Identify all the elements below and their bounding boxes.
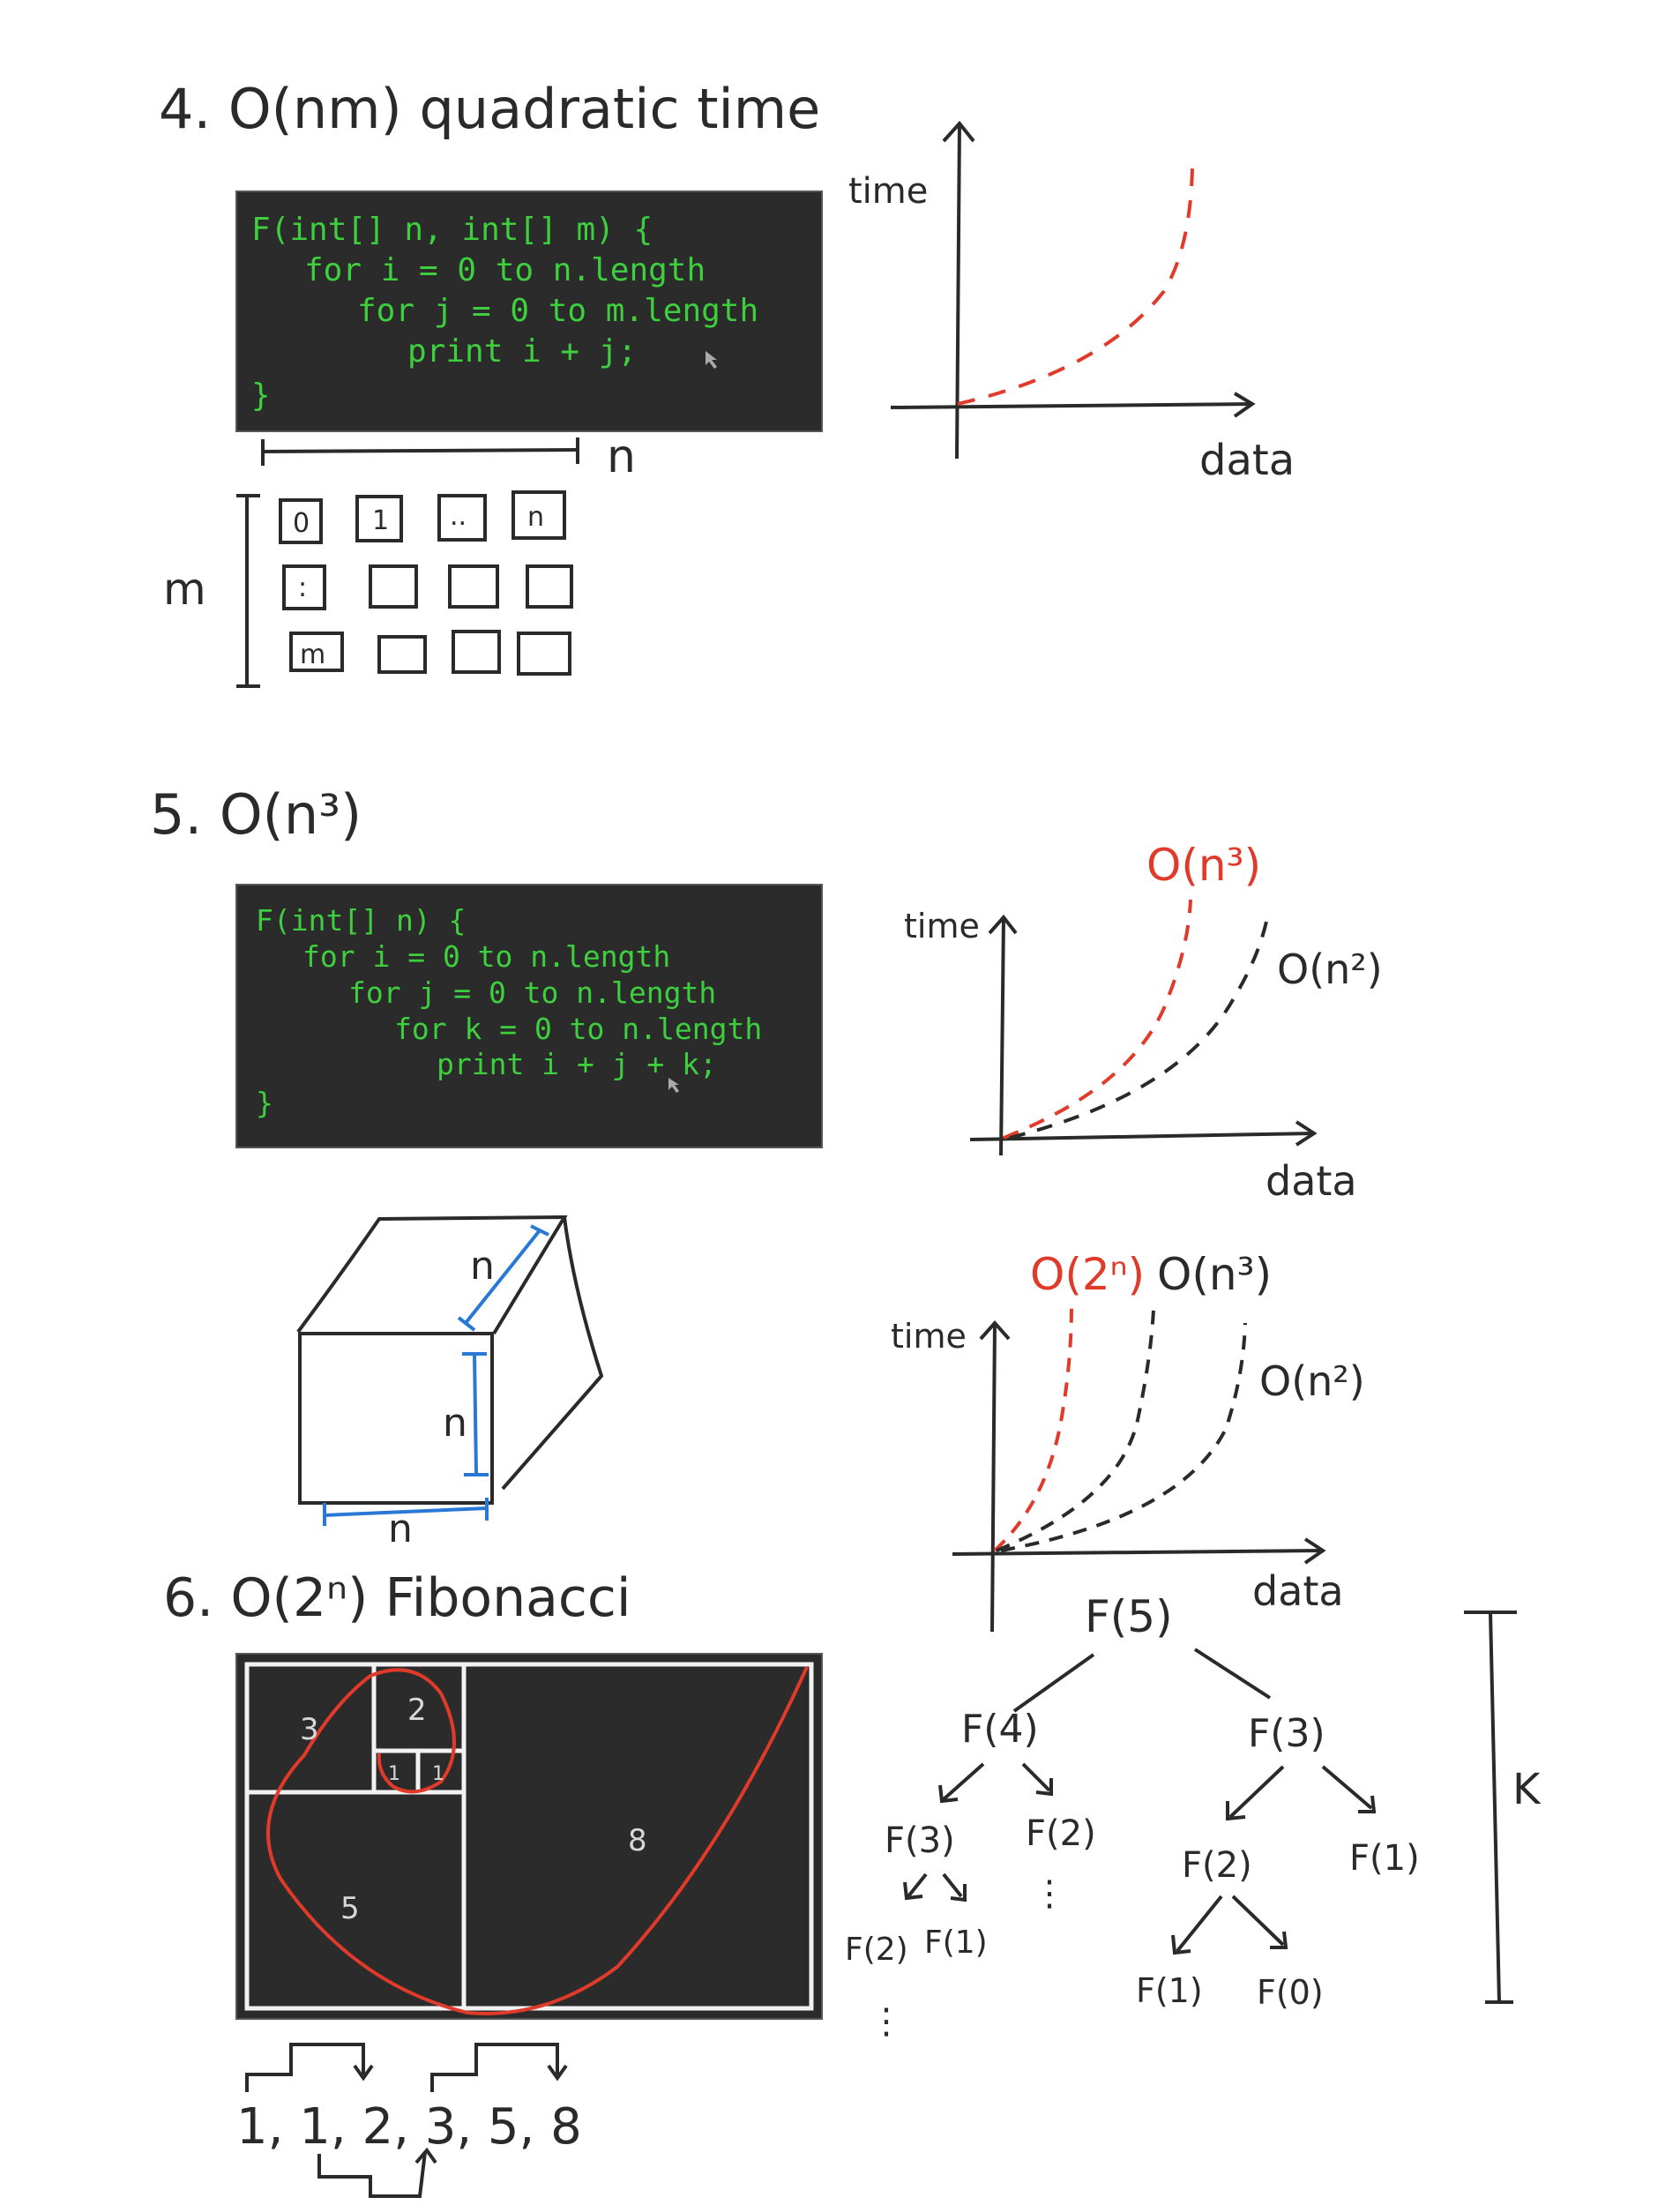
cube-depth-label: n <box>470 1244 495 1289</box>
code-line: F(int[] n, int[] m) { <box>251 212 653 248</box>
graph-ylabel: time <box>891 1317 967 1356</box>
curve-label-cubic: O(n³) <box>1146 840 1261 891</box>
grid-cell-label: : <box>298 572 307 603</box>
grid-cell-label: 0 <box>293 508 310 539</box>
fibonacci-tree: F(5) F(4) F(3) F(3) F(2) F(2) F(1) F(2) … <box>845 1591 1542 2042</box>
tree-node: F(4) <box>961 1707 1039 1752</box>
grid-n-bracket <box>261 437 579 466</box>
spiral-square-label: 1 <box>432 1763 444 1785</box>
code-line: for j = 0 to n.length <box>348 975 716 1010</box>
spiral-square-label: 8 <box>628 1823 647 1858</box>
curve-label-quadratic: O(n²) <box>1277 946 1383 993</box>
graph-ylabel: time <box>848 171 928 212</box>
curve-label-exponential: O(2ⁿ) <box>1030 1249 1145 1300</box>
cursor-icon <box>706 351 717 369</box>
cursor-icon <box>668 1078 679 1093</box>
tree-node: F(5) <box>1085 1591 1173 1642</box>
graph-xlabel: data <box>1252 1567 1344 1615</box>
tree-node: F(3) <box>1248 1711 1325 1756</box>
code-board-quadratic: F(int[] n, int[] m) { for i = 0 to n.len… <box>235 191 823 432</box>
graph-xlabel: data <box>1199 436 1295 485</box>
fibonacci-board: 3 2 1 1 5 8 <box>235 1653 823 2020</box>
curve-quadratic <box>1009 912 1270 1140</box>
curve-exponential <box>993 1304 1073 1552</box>
tree-ellipsis: ⋮ <box>1032 1873 1067 1914</box>
tree-node: F(1) <box>1136 1971 1203 2010</box>
spiral-square-label: 3 <box>300 1712 319 1747</box>
code-line: for i = 0 to n.length <box>302 939 670 974</box>
grid-cell-label: n <box>527 502 544 533</box>
curve-label-quadratic: O(n²) <box>1259 1357 1365 1405</box>
curve-label-cubic: O(n³) <box>1157 1249 1272 1300</box>
curve-cubic <box>996 1309 1155 1552</box>
nm-grid <box>279 490 573 676</box>
graph-xlabel: data <box>1266 1157 1357 1205</box>
tree-ellipsis: ⋮ <box>869 2001 904 2042</box>
tree-node: F(1) <box>924 1925 988 1961</box>
grid-cell-label: 1 <box>372 505 389 536</box>
grid-cell-label: m <box>300 639 325 670</box>
graph-ylabel: time <box>904 907 980 946</box>
graph-cubic: time data O(n³) O(n²) <box>904 840 1383 1205</box>
graph-exponential: time data O(2ⁿ) O(n³) O(n²) <box>891 1249 1365 1633</box>
code-line: print i + j + k; <box>437 1047 717 1081</box>
code-line: for k = 0 to n.length <box>394 1012 762 1046</box>
curve-on-nm <box>957 167 1194 406</box>
grid-n-label: n <box>607 430 636 483</box>
curve-quadratic <box>1000 1322 1247 1552</box>
section5-heading: 5. O(n³) <box>150 782 362 847</box>
tree-node: F(2) <box>1182 1845 1252 1886</box>
fibonacci-sequence: 1, 1, 2, 3, 5, 8 <box>236 2098 582 2156</box>
grid-m-bracket <box>236 494 260 688</box>
tree-node: F(2) <box>1026 1813 1096 1854</box>
section6-heading: 6. O(2ⁿ) Fibonacci <box>163 1567 631 1629</box>
spiral-square-label: 2 <box>407 1693 427 1728</box>
section4-heading: 4. O(nm) quadratic time <box>159 77 820 141</box>
tree-height-label: K <box>1512 1765 1542 1814</box>
cube-diagram: n n n <box>296 1215 604 1551</box>
tree-node: F(1) <box>1349 1838 1420 1879</box>
grid-m-label: m <box>163 564 206 615</box>
code-line: for j = 0 to m.length <box>357 293 758 329</box>
cube-height-label: n <box>443 1401 467 1446</box>
code-line: F(int[] n) { <box>256 903 466 938</box>
grid-cell-label: .. <box>450 501 467 532</box>
code-board-cubic: F(int[] n) { for i = 0 to n.length for j… <box>235 884 823 1148</box>
code-line: print i + j; <box>407 333 637 370</box>
spiral-square-label: 5 <box>340 1891 360 1926</box>
tree-node: F(3) <box>885 1820 955 1861</box>
code-line: } <box>256 1086 273 1120</box>
cube-width-label: n <box>388 1506 413 1551</box>
golden-spiral <box>266 1666 809 2015</box>
tree-height-bracket <box>1464 1611 1517 2004</box>
curve-cubic <box>1003 899 1192 1140</box>
code-line: } <box>251 377 271 414</box>
spiral-square-label: 1 <box>388 1763 400 1785</box>
tree-node: F(2) <box>845 1932 908 1968</box>
tree-node: F(0) <box>1257 1973 1324 2012</box>
code-line: for i = 0 to n.length <box>304 252 706 288</box>
sequence-arrows <box>245 2043 568 2198</box>
graph-quadratic: time data <box>848 120 1295 485</box>
